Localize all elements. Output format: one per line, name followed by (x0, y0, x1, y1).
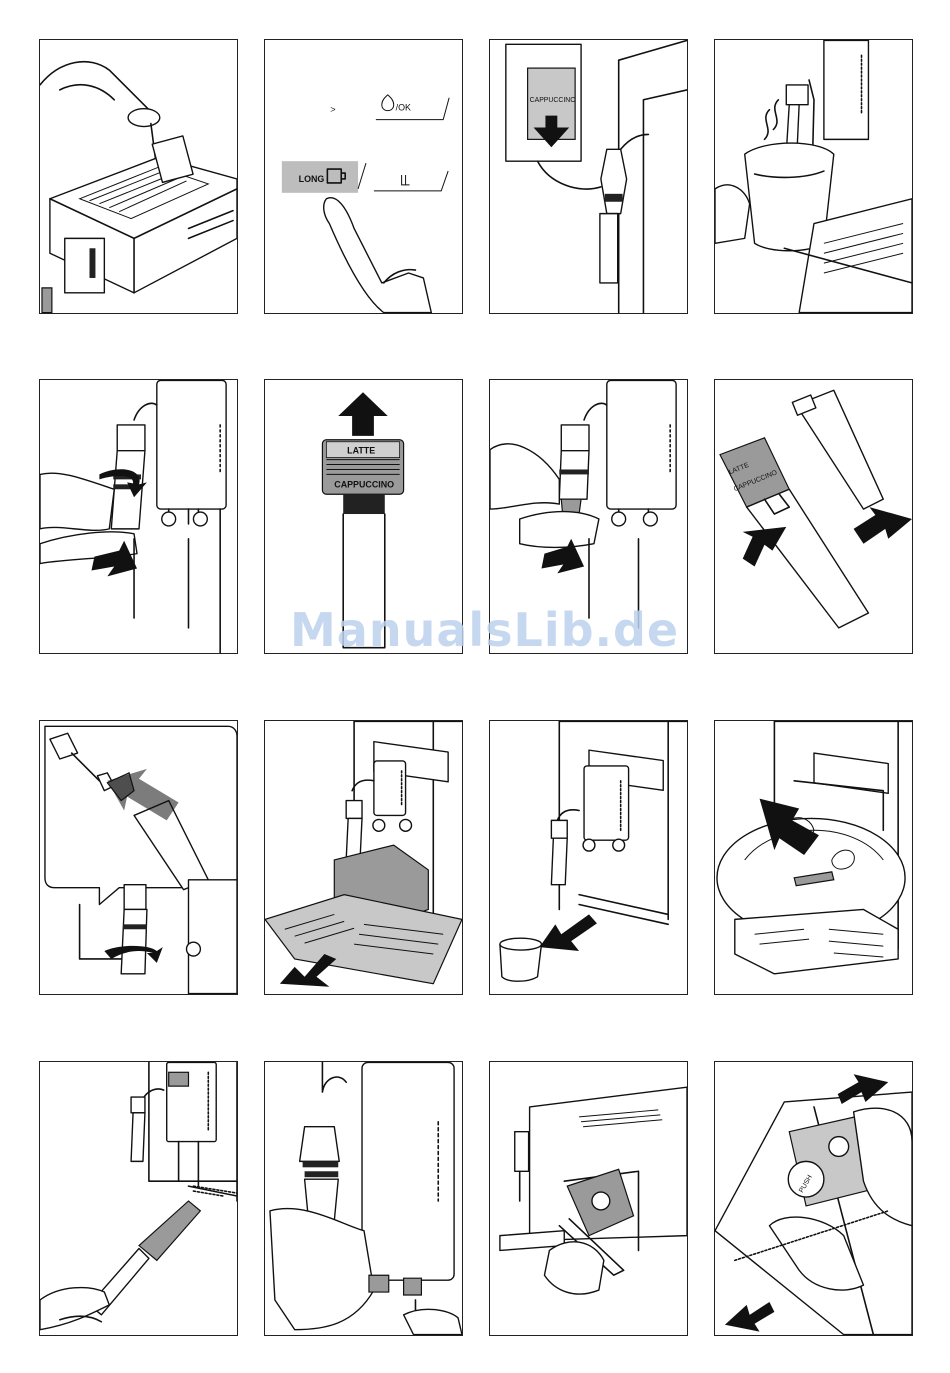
dispense-illustration (715, 40, 912, 313)
fill-milk-illustration (40, 40, 237, 313)
remove-brew-unit-illustration (490, 1062, 687, 1335)
step-panel-remove-nozzle (39, 379, 238, 654)
step-panel-brush-cleaning (39, 1061, 238, 1336)
step-panel-select-long: > /OK LONG (264, 39, 463, 314)
disassemble-nozzle-illustration: LATTE CAPPUCCINO (715, 380, 912, 653)
step-panel-push-release: PUSH (714, 1061, 913, 1336)
step-panel-disassemble-nozzle: LATTE CAPPUCCINO (714, 379, 913, 654)
step-panel-clean-grill (714, 720, 913, 995)
cappuccino-setting-illustration: CAPPUCCINO (490, 40, 687, 313)
wipe-nozzle-illustration (265, 1062, 462, 1335)
remove-nozzle-illustration (40, 380, 237, 653)
select-long-illustration: > /OK LONG (265, 40, 462, 313)
steam-icon (402, 175, 410, 185)
step-panel-remove-container (489, 720, 688, 995)
step-panel-cappuccino-setting: CAPPUCCINO (489, 39, 688, 314)
ok-label: /OK (396, 103, 411, 113)
remove-container-illustration (490, 721, 687, 994)
step-panel-remove-tray (264, 720, 463, 995)
assemble-nozzle-illustration (40, 721, 237, 994)
step-panel-fill-milk (39, 39, 238, 314)
push-release-illustration: PUSH (715, 1062, 912, 1335)
latte-position-illustration: LATTE CAPPUCCINO (265, 380, 462, 653)
step-panel-wipe-nozzle (264, 1061, 463, 1336)
cappuccino-label: CAPPUCCINO (530, 97, 577, 104)
arrow-label: > (330, 105, 335, 115)
long-label: LONG (299, 174, 325, 184)
step-panel-assemble-nozzle (39, 720, 238, 995)
pull-nozzle-illustration (490, 380, 687, 653)
step-panel-dispense (714, 39, 913, 314)
clean-grill-illustration (715, 721, 912, 994)
step-panel-latte-position: LATTE CAPPUCCINO (264, 379, 463, 654)
drop-icon (382, 95, 394, 111)
brush-cleaning-illustration (40, 1062, 237, 1335)
remove-tray-illustration (265, 721, 462, 994)
step-panel-remove-brew-unit (489, 1061, 688, 1336)
step-panel-pull-nozzle (489, 379, 688, 654)
latte-label: LATTE (347, 446, 375, 456)
cappuccino-label: CAPPUCCINO (334, 479, 394, 489)
